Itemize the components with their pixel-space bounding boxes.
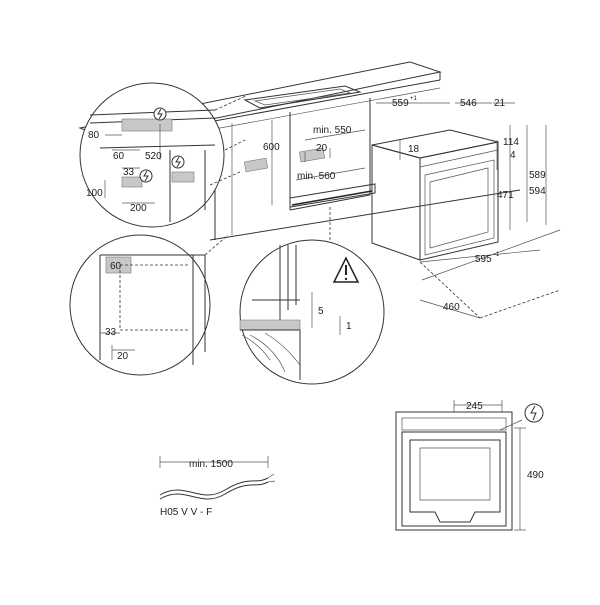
electric-plug-symbol-icon (139, 107, 185, 183)
detail-circle-sockets (79, 82, 247, 228)
dimension-labels: 559 +1 546 21 18 114 4 471 589 594 595 -… (86, 96, 546, 518)
dim-200: 200 (130, 203, 147, 214)
dim-60-detail: 60 (110, 261, 122, 272)
dim-5: 5 (318, 306, 324, 317)
detail-circle-cabinet-corner (69, 234, 229, 376)
dim-245: 245 (466, 401, 483, 412)
dim-min-1500: min. 1500 (189, 459, 233, 470)
dim-min-560: min. 560 (297, 171, 336, 182)
dim-80: 80 (88, 130, 100, 141)
dim-100: 100 (86, 188, 103, 199)
dim-600: 600 (263, 142, 280, 153)
oven-body (371, 102, 561, 319)
dim-595-tolerance: -1 (494, 252, 500, 258)
dim-490: 490 (527, 470, 544, 481)
kitchen-cabinet (78, 61, 521, 241)
dim-589: 589 (529, 170, 546, 181)
dim-20-detail: 20 (117, 351, 129, 362)
dim-471: 471 (497, 190, 514, 201)
dim-1: 1 (346, 321, 352, 332)
dim-60: 60 (113, 151, 125, 162)
dim-21: 21 (494, 98, 506, 109)
warning-triangle-icon (332, 256, 360, 283)
dim-559: 559 (392, 98, 409, 109)
dim-20-cabinet: 20 (316, 143, 328, 154)
cable-type-label: H05 V V - F (160, 507, 212, 518)
dim-33-detail: 33 (105, 327, 117, 338)
dim-520: 520 (145, 151, 162, 162)
dim-595: 595 (475, 254, 492, 265)
oven-front-view (395, 400, 544, 531)
dim-114: 114 (503, 137, 519, 148)
power-cable (159, 456, 276, 500)
dim-559-tolerance: +1 (410, 96, 418, 102)
dim-18: 18 (408, 144, 420, 155)
dim-460: 460 (443, 302, 460, 313)
dim-4: 4 (510, 150, 516, 161)
dim-546: 546 (460, 98, 477, 109)
dim-33: 33 (123, 167, 135, 178)
dim-min-550: min. 550 (313, 125, 352, 136)
dim-594: 594 (529, 186, 546, 197)
